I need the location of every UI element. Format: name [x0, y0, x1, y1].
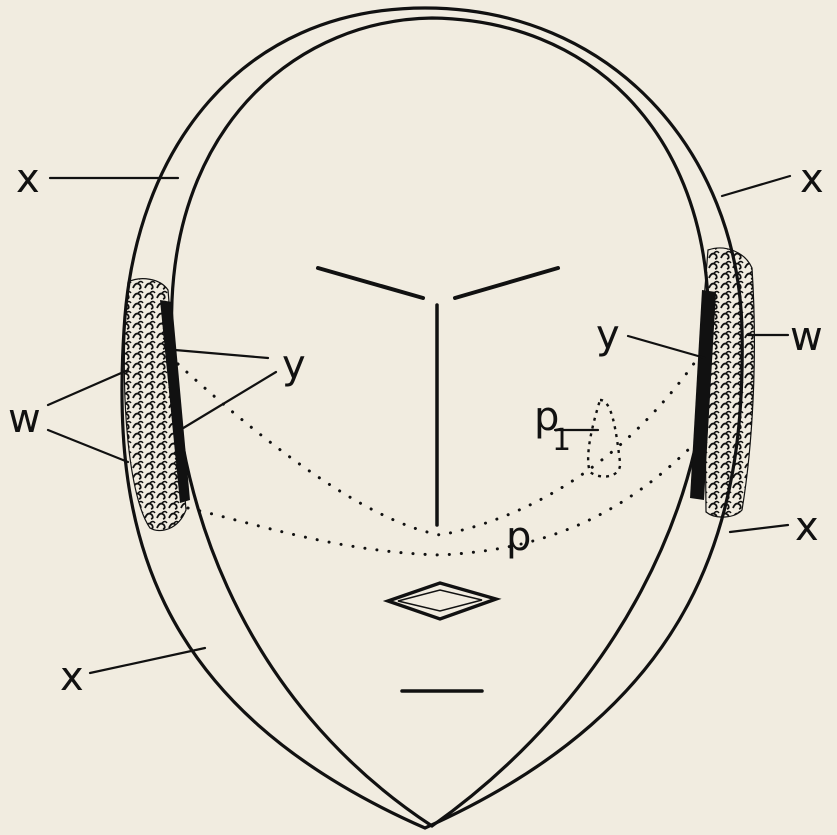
label-x-bottom-right: x	[795, 504, 819, 550]
label-w-right: w	[790, 314, 823, 360]
label-p1-subscript: 1	[552, 423, 571, 458]
right-hair-region	[704, 248, 754, 517]
label-x-top-right: x	[800, 156, 824, 202]
label-y-right: y	[596, 312, 620, 358]
label-x-bottom-left: x	[60, 654, 84, 700]
label-p: p	[506, 514, 531, 560]
label-y-left: y	[282, 342, 306, 388]
label-w-left: w	[8, 396, 41, 442]
label-x-top-left: x	[16, 156, 40, 202]
